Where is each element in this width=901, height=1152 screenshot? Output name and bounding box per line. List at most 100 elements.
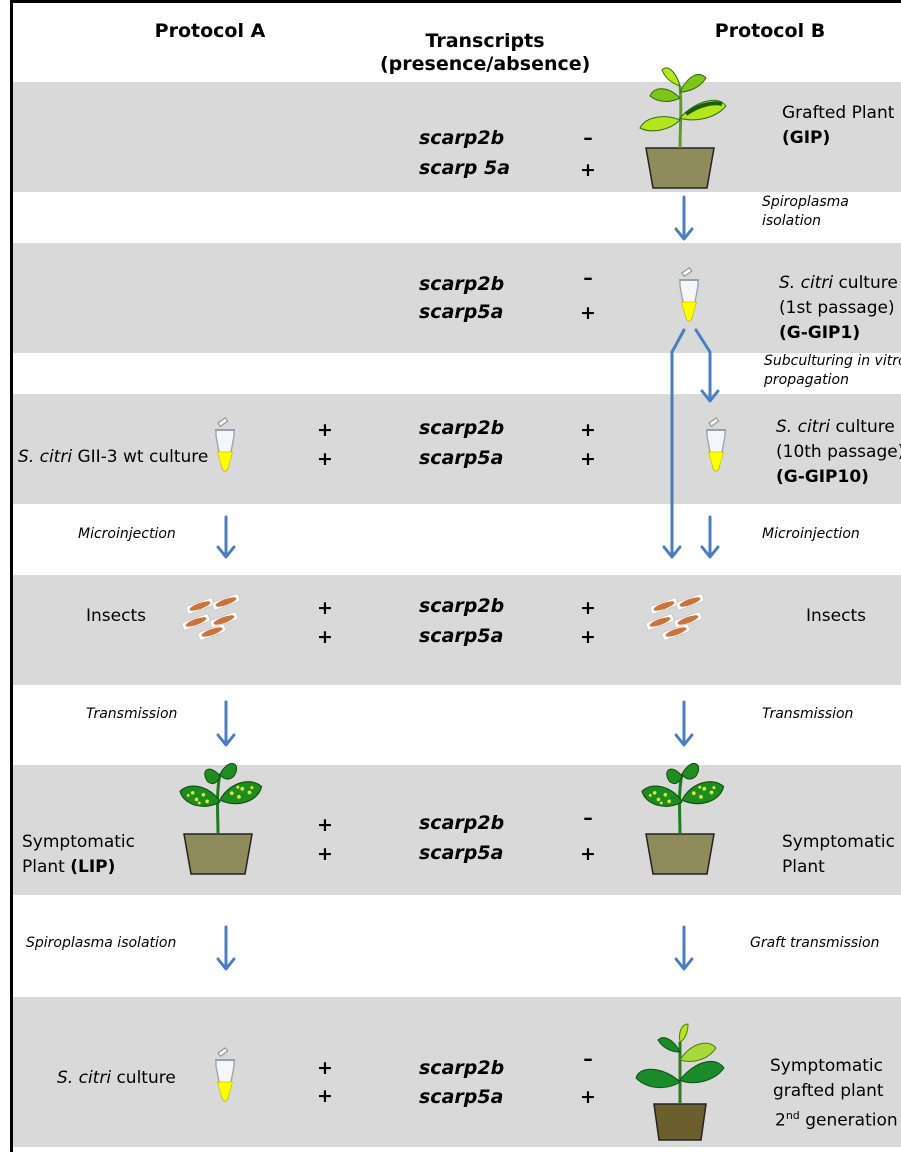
protocol-b-sign: – xyxy=(583,267,593,289)
protocol-a-sign: + xyxy=(317,448,333,470)
strain-name: GII-3 wt culture xyxy=(72,447,209,467)
step-transmission-a: Transmission xyxy=(86,706,178,722)
tube-icon xyxy=(705,416,727,472)
tube-icon xyxy=(678,266,700,322)
protocol-b-sign: + xyxy=(580,626,596,648)
first-passage-number: (1st passage) xyxy=(779,298,895,318)
protocol-b-sign: – xyxy=(583,807,593,829)
plant-word: Plant xyxy=(22,857,71,877)
culture-label-a: S. citri culture xyxy=(57,1068,176,1088)
grafted-plant-code: (GIP) xyxy=(782,128,831,148)
culture-word: culture xyxy=(830,417,895,437)
row-band-symptomatic-plant xyxy=(13,765,901,895)
protocol-b-sign: + xyxy=(580,448,596,470)
protocol-a-sign: + xyxy=(317,1085,333,1107)
step-subculturing: propagation xyxy=(764,372,849,388)
arrow-transmission-b xyxy=(674,700,694,747)
symptomatic-plant-code-a: Plant (LIP) xyxy=(22,857,115,877)
species-name: S. citri xyxy=(57,1068,112,1088)
step-spiroplasma-isolation-b: isolation xyxy=(762,213,822,229)
species-name: S. citri xyxy=(779,273,834,293)
symptomatic-plant-icon xyxy=(640,763,727,874)
culture-word: culture xyxy=(111,1068,176,1088)
row-band-culture xyxy=(13,997,901,1147)
tube-icon xyxy=(214,416,236,472)
step-subculturing: Subculturing in vitro xyxy=(764,353,901,369)
grafted-plant-label: Grafted Plant xyxy=(782,103,895,123)
culture-word: culture xyxy=(833,273,898,293)
first-passage-label: S. citri culture xyxy=(779,273,898,293)
protocol-a-sign: + xyxy=(317,1057,333,1079)
symptomatic-plant-label-b: Symptomatic xyxy=(782,832,895,852)
protocol-a-sign: + xyxy=(317,597,333,619)
arrow-microinjection-b xyxy=(700,515,720,559)
protocol-b-sign: – xyxy=(583,1048,593,1070)
gene-label: scarp5a xyxy=(419,625,504,647)
row-band-first-passage xyxy=(13,243,901,353)
gene-label: scarp2b xyxy=(419,595,505,617)
gene-label: scarp2b xyxy=(419,273,505,295)
header-protocol-b: Protocol B xyxy=(714,20,826,42)
species-name: S. citri xyxy=(776,417,831,437)
header-transcripts: Transcripts xyxy=(425,30,545,52)
header-transcripts-subtitle: (presence/absence) xyxy=(380,53,591,75)
grafted-plant-2nd-icon xyxy=(635,1023,725,1141)
gene-label: scarp5a xyxy=(419,842,504,864)
gene-label: scarp 5a xyxy=(419,157,511,179)
step-graft-transmission: Graft transmission xyxy=(750,935,880,951)
protocol-a-sign: + xyxy=(317,843,333,865)
protocol-b-sign: + xyxy=(580,419,596,441)
protocol-a-sign: + xyxy=(317,814,333,836)
step-microinjection-a: Microinjection xyxy=(78,526,176,542)
arrow-spiroplasma-isolation-a xyxy=(216,925,236,971)
ordinal-suffix: nd xyxy=(785,1109,800,1122)
header-protocol-a: Protocol A xyxy=(154,20,266,42)
species-name: S. citri xyxy=(18,447,73,467)
gene-label: scarp5a xyxy=(419,447,504,469)
grafted-plant-2nd-label: Symptomatic xyxy=(770,1056,883,1076)
protocol-b-sign: + xyxy=(580,843,596,865)
generation-word: generation xyxy=(799,1110,898,1131)
symptomatic-plant-label-a: Symptomatic xyxy=(22,832,135,852)
protocol-b-sign: + xyxy=(580,597,596,619)
protocol-b-sign: + xyxy=(580,1086,596,1108)
generation-label: 2nd generation xyxy=(775,1106,898,1131)
arrow-microinjection-a xyxy=(216,515,236,559)
row-band-tenth-passage xyxy=(13,394,901,504)
generation-number: 2 xyxy=(775,1110,786,1131)
protocol-b-sign: + xyxy=(580,159,596,181)
tenth-passage-code: (G-GIP10) xyxy=(776,467,869,487)
frame-left-border xyxy=(10,0,13,1152)
gene-label: scarp5a xyxy=(419,301,504,323)
gene-label: scarp5a xyxy=(419,1086,504,1108)
protocol-a-sign: + xyxy=(317,419,333,441)
row-band-insects xyxy=(13,575,901,685)
insects-label-b: Insects xyxy=(806,606,866,626)
step-spiroplasma-isolation-b: Spiroplasma xyxy=(762,194,849,210)
step-transmission-b: Transmission xyxy=(762,706,854,722)
first-passage-code: (G-GIP1) xyxy=(779,323,861,343)
frame-top-border xyxy=(10,0,901,3)
tube-icon xyxy=(214,1046,236,1102)
arrow-subculturing xyxy=(694,328,720,403)
arrow-graft-transmission xyxy=(674,925,694,971)
grafted-plant-2nd-label: grafted plant xyxy=(773,1081,884,1101)
insects-icon xyxy=(180,592,242,642)
protocol-b-sign: + xyxy=(580,302,596,324)
gene-label: scarp2b xyxy=(419,127,505,149)
tenth-passage-number: (10th passage) xyxy=(776,442,901,462)
tenth-passage-label: S. citri culture xyxy=(776,417,895,437)
insects-label-a: Insects xyxy=(86,606,146,626)
grafted-plant-icon xyxy=(639,67,727,189)
insects-icon xyxy=(644,592,706,642)
gene-label: scarp2b xyxy=(419,417,505,439)
gene-label: scarp2b xyxy=(419,812,505,834)
arrow-transmission-a xyxy=(216,700,236,747)
lip-code: (LIP) xyxy=(70,857,116,877)
row-band-grafted-plant xyxy=(13,82,901,192)
symptomatic-plant-word-b: Plant xyxy=(782,857,825,877)
protocol-a-sign: + xyxy=(317,626,333,648)
arrow-first-passage-to-insects xyxy=(662,328,686,559)
